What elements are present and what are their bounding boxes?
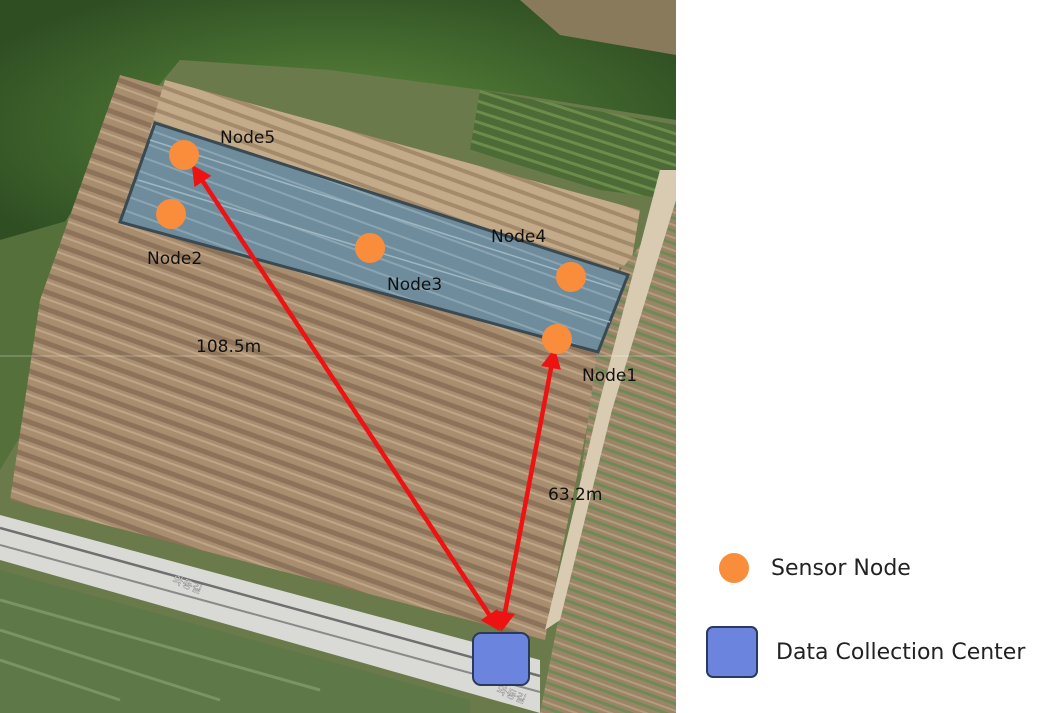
node-label: Node5 bbox=[220, 128, 275, 148]
sensor-node-5[interactable] bbox=[169, 140, 199, 170]
distance-arrow-node5 bbox=[191, 164, 501, 632]
sensor-node-icon bbox=[719, 553, 749, 583]
node-label: Node4 bbox=[491, 227, 546, 247]
sensor-node-1[interactable] bbox=[542, 324, 572, 354]
dirt-path bbox=[545, 170, 676, 630]
sensor-node-3[interactable] bbox=[355, 233, 385, 263]
legend-sensor-node-label: Sensor Node bbox=[771, 555, 911, 581]
node-label: Node2 bbox=[147, 249, 202, 269]
legend-data-center-label: Data Collection Center bbox=[776, 639, 1026, 665]
distance-label-node1: 63.2m bbox=[548, 485, 602, 505]
legend-sensor-node: Sensor Node bbox=[719, 553, 911, 583]
right-field bbox=[540, 200, 676, 713]
sensor-node-2[interactable] bbox=[156, 199, 186, 229]
node-label: Node1 bbox=[582, 366, 637, 386]
distance-arrow-node1 bbox=[495, 348, 561, 632]
node-label: Node3 bbox=[387, 275, 442, 295]
sensor-node-4[interactable] bbox=[556, 262, 586, 292]
legend-data-center: Data Collection Center bbox=[706, 626, 1025, 678]
tree-line bbox=[0, 0, 676, 260]
satellite-map: 와동길 와동길 Node1 Node2 Node3 Node4 Node5 10… bbox=[0, 0, 676, 713]
data-center-icon bbox=[706, 626, 758, 678]
distance-label-node5: 108.5m bbox=[196, 337, 261, 357]
lower-field bbox=[0, 570, 470, 713]
data-collection-center[interactable] bbox=[472, 632, 530, 686]
crop-field bbox=[470, 90, 676, 200]
